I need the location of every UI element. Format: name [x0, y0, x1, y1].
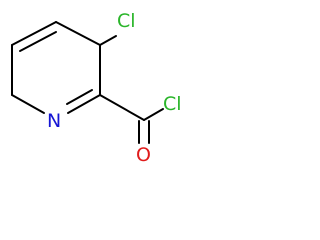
bond-c4-c5-outer — [11, 21, 57, 46]
atom-label-nitrogen: N — [47, 110, 61, 132]
bond-n-c2 — [67, 94, 101, 114]
atom-label-oxygen: O — [136, 144, 151, 166]
atom-label-chlorine-acyl: Cl — [163, 93, 182, 115]
bond-c3-c4 — [55, 21, 101, 46]
bond-c2-carbonyl — [99, 94, 145, 121]
atom-label-chlorine-ring: Cl — [117, 10, 136, 32]
bond-carbonyl-cl — [143, 108, 164, 121]
structure-diagram: Cl N Cl O — [11, 10, 182, 166]
bond-n-c2-inner — [66, 89, 93, 105]
bond-c4-c5-inner — [19, 31, 57, 52]
bond-c3-cl — [99, 35, 117, 46]
bond-c6-n — [11, 94, 45, 114]
